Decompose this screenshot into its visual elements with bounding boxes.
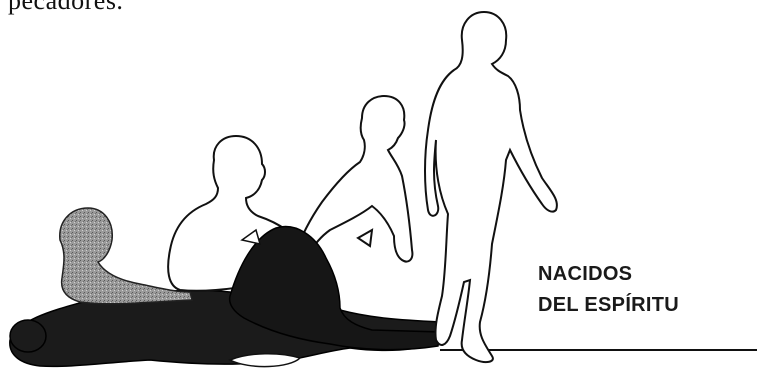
caption-line-1: NACIDOS [538,259,679,290]
caption-line-2: DEL ESPÍRITU [538,290,679,321]
figure-lying-dark [10,290,445,366]
illustration-caption: NACIDOS DEL ESPÍRITU [538,259,679,321]
